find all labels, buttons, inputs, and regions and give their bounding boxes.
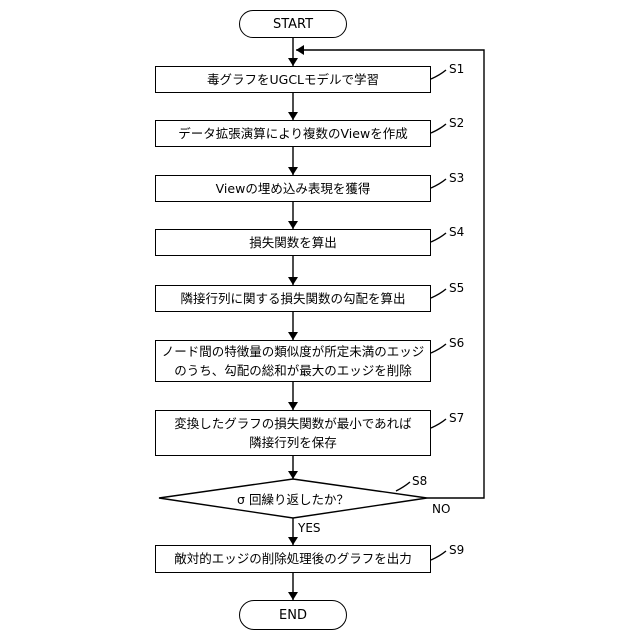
step-s5-box: 隣接行列に関する損失関数の勾配を算出 (155, 285, 431, 312)
step-s3-id: S3 (449, 171, 464, 185)
step-s3-text: Viewの埋め込み表現を獲得 (216, 179, 371, 198)
decision-question: σ 回繰り返したか？ (237, 489, 349, 508)
step-s4-text: 損失関数を算出 (249, 233, 337, 252)
step-s6-line-2: のうち、勾配の総和が最大のエッジを削除 (162, 361, 425, 380)
branch-no-label: NO (432, 502, 450, 516)
start-terminal: START (239, 10, 347, 38)
tick-s4 (431, 233, 446, 242)
step-s6-box: ノード間の特徴量の類似度が所定未満のエッジ のうち、勾配の総和が最大のエッジを削… (155, 340, 431, 382)
end-label: END (279, 608, 307, 623)
step-s6-id: S6 (449, 336, 464, 350)
step-s2-text: データ拡張演算により複数のViewを作成 (178, 124, 407, 143)
step-s7-id: S7 (449, 411, 464, 425)
step-s4-id: S4 (449, 225, 464, 239)
branch-yes-label: YES (298, 521, 321, 535)
step-s4-box: 損失関数を算出 (155, 229, 431, 256)
tick-s2 (431, 124, 446, 133)
tick-s9 (431, 551, 446, 560)
start-label: START (273, 17, 313, 32)
tick-s7 (431, 419, 446, 428)
step-s7-box: 変換したグラフの損失関数が最小であれば 隣接行列を保存 (155, 410, 431, 456)
step-s3-box: Viewの埋め込み表現を獲得 (155, 175, 431, 202)
step-s2-id: S2 (449, 116, 464, 130)
step-s6-line-1: ノード間の特徴量の類似度が所定未満のエッジ (162, 342, 425, 361)
step-s1-id: S1 (449, 62, 464, 76)
tick-s1 (431, 70, 446, 79)
tick-s5 (431, 289, 446, 298)
step-s9-box: 敵対的エッジの削除処理後のグラフを出力 (155, 545, 431, 573)
step-s9-id: S9 (449, 543, 464, 557)
step-s8-id: S8 (412, 474, 427, 488)
tick-s3 (431, 179, 446, 188)
step-s5-id: S5 (449, 281, 464, 295)
step-s7-line-2: 隣接行列を保存 (174, 433, 411, 452)
step-s8-text: σ 回繰り返したか？ (159, 479, 427, 518)
step-s1-box: 毒グラフをUGCLモデルで学習 (155, 66, 431, 93)
step-s2-box: データ拡張演算により複数のViewを作成 (155, 120, 431, 147)
step-s5-text: 隣接行列に関する損失関数の勾配を算出 (180, 289, 405, 308)
step-s7-line-1: 変換したグラフの損失関数が最小であれば (174, 414, 411, 433)
end-terminal: END (239, 600, 347, 630)
step-s1-text: 毒グラフをUGCLモデルで学習 (207, 70, 379, 89)
step-s9-text: 敵対的エッジの削除処理後のグラフを出力 (174, 549, 412, 568)
tick-s6 (431, 344, 446, 353)
